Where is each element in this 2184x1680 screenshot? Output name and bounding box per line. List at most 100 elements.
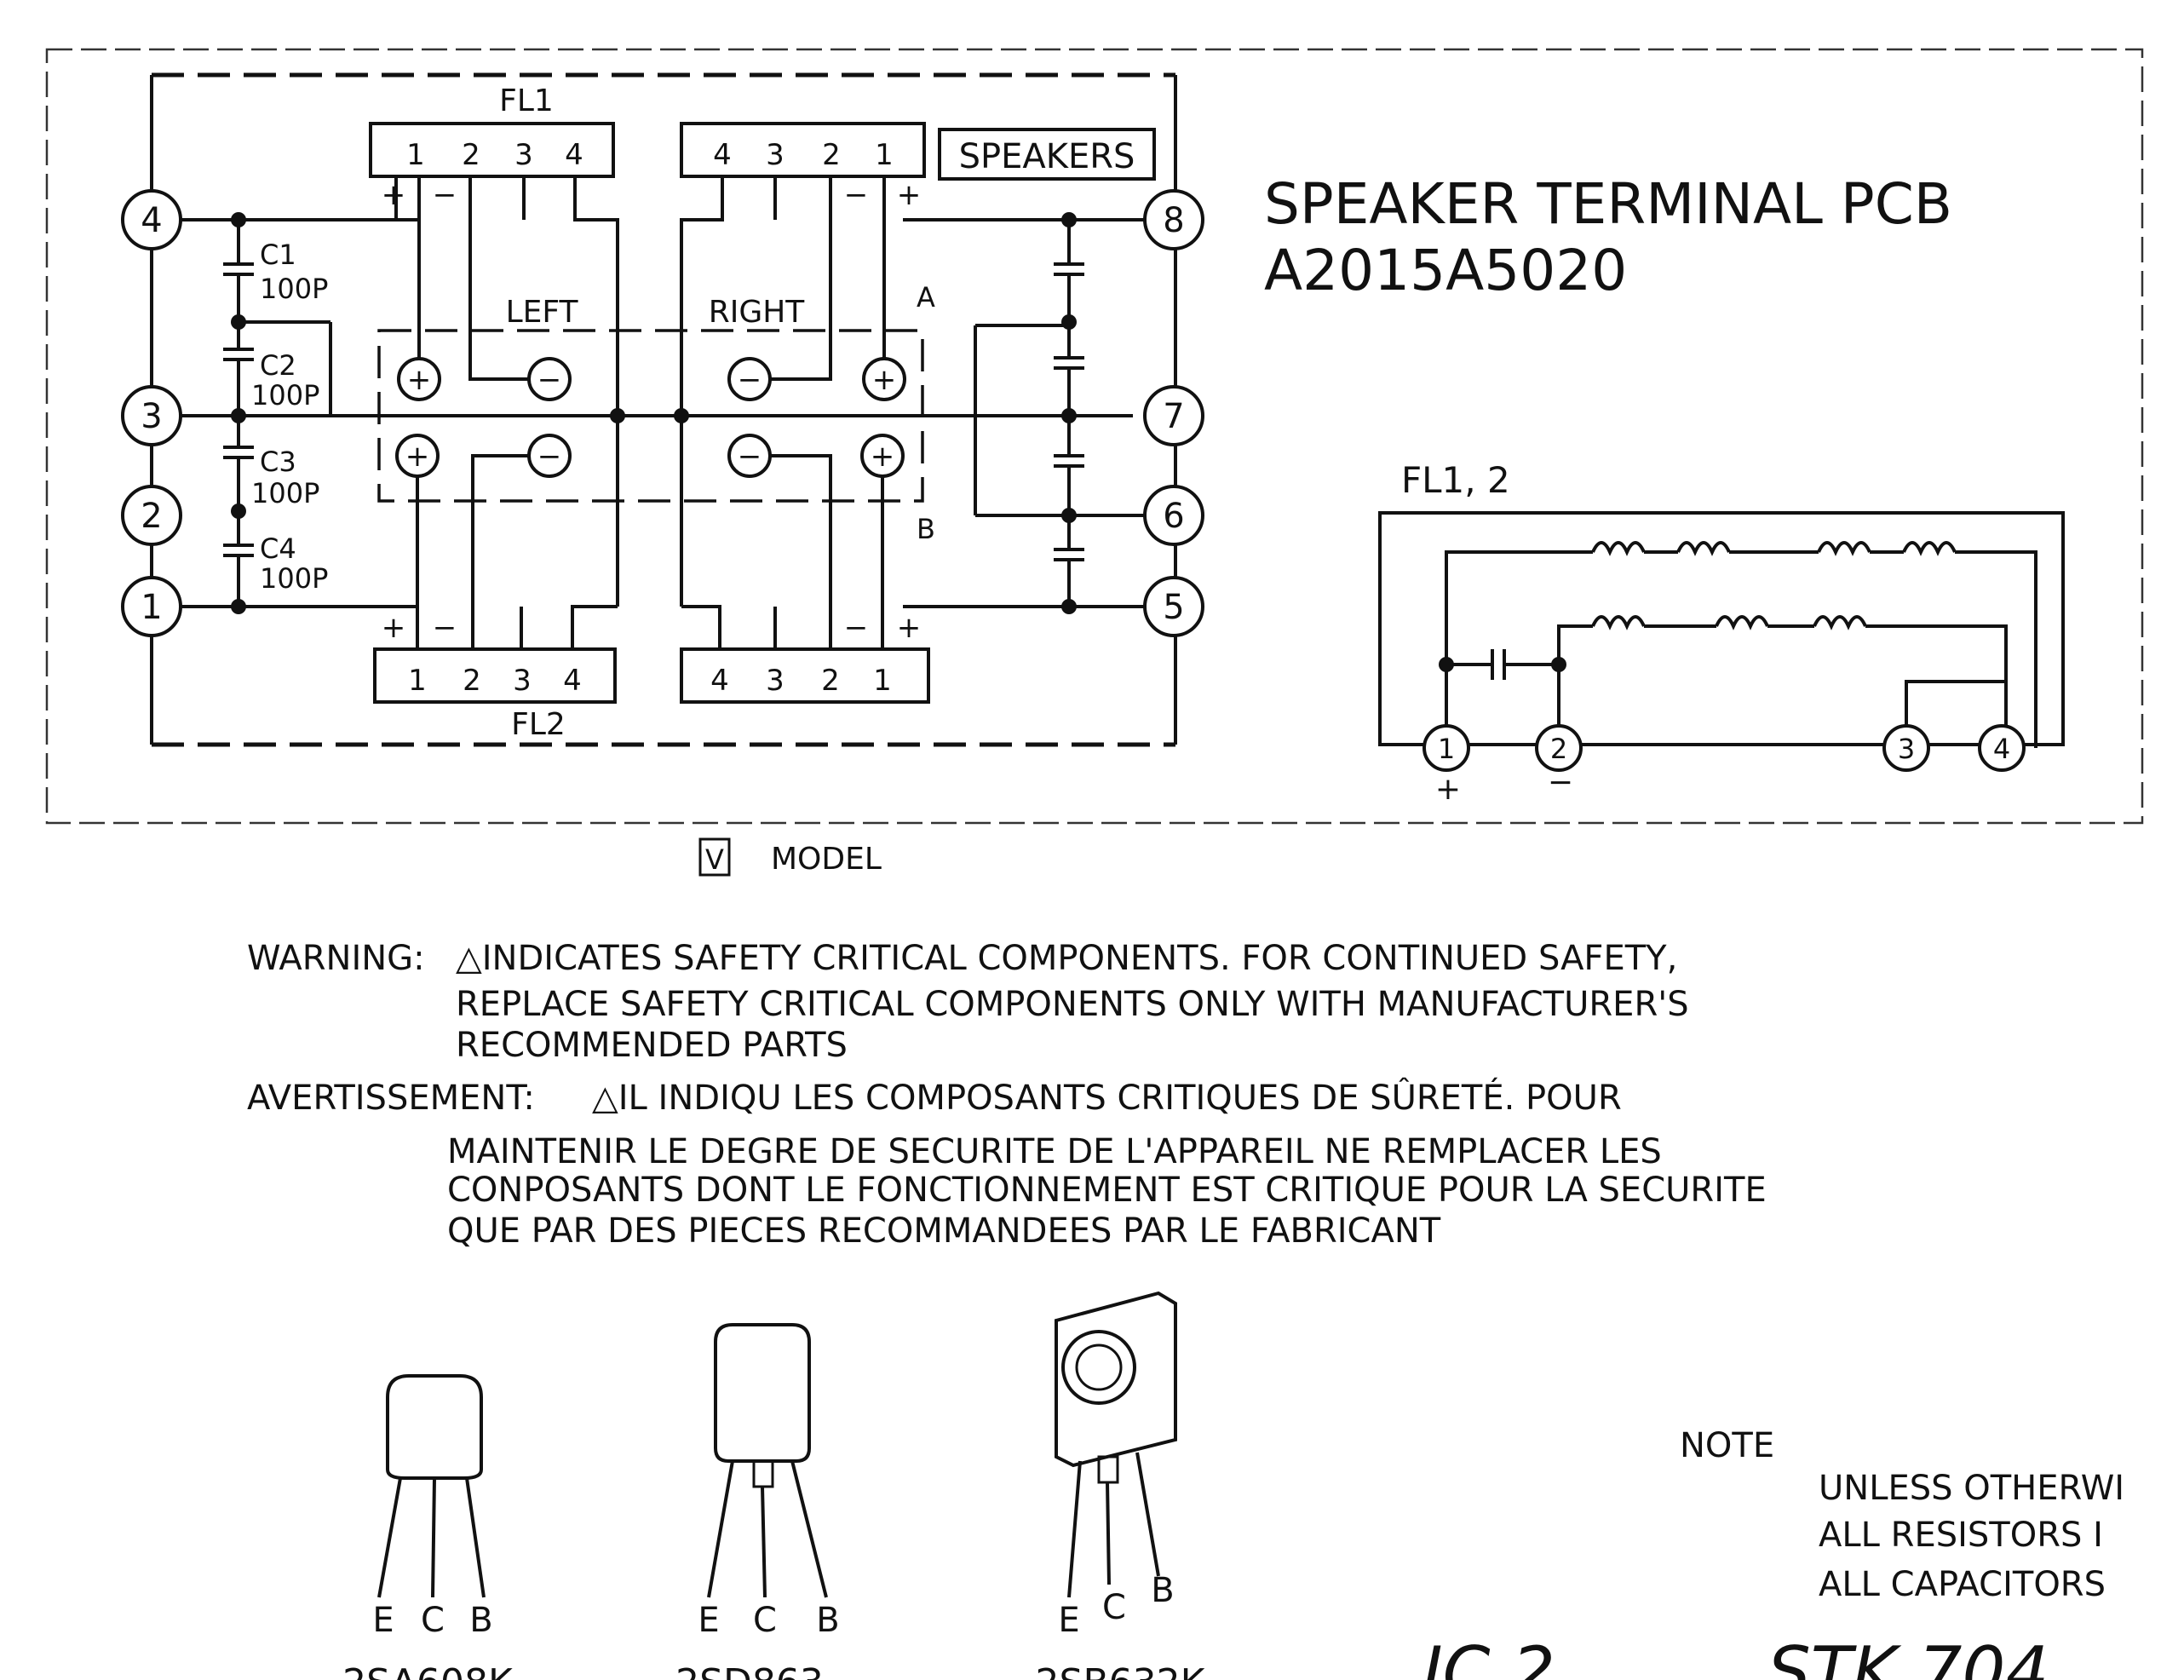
capacitor-name: C3 xyxy=(260,446,296,478)
fl2-connector: 1 2 3 4 4 3 2 1 FL2 xyxy=(373,647,930,742)
avertissement-line: △IL INDIQU LES COMPOSANTS CRITIQUES DE S… xyxy=(592,1077,1622,1118)
speaker-a-label: A xyxy=(917,281,935,314)
fl2-right-pin: 1 xyxy=(873,664,892,698)
capacitor-value: 100P xyxy=(260,562,328,595)
pin-label: E xyxy=(1058,1601,1079,1640)
pin-label: B xyxy=(816,1601,839,1640)
pin-label: B xyxy=(1151,1571,1174,1610)
minus-terminal-icon: − xyxy=(738,363,762,397)
terminal-number: 4 xyxy=(141,201,162,240)
pin-label: B xyxy=(469,1601,492,1640)
filter-label: FL1, 2 xyxy=(1401,459,1510,501)
part-name: 2SD863 xyxy=(675,1661,824,1680)
model-tag: V MODEL xyxy=(698,837,882,877)
fl1-right-pin: 1 xyxy=(875,138,894,172)
filter-diagram: FL1, 2 1 2 3 4 + − xyxy=(1378,459,2065,807)
capacitor-value: 100P xyxy=(251,477,319,509)
minus-terminal-icon: − xyxy=(537,363,562,397)
plus-terminal-icon: + xyxy=(405,440,430,474)
warning-label: WARNING: xyxy=(247,939,425,978)
fl1-label: FL1 xyxy=(499,83,554,118)
fl2-left-pin: 1 xyxy=(408,664,427,698)
plus-mark: + xyxy=(382,178,406,212)
terminal-number: 6 xyxy=(1163,497,1184,536)
pcb-code: A2015A5020 xyxy=(1264,238,1627,303)
filter-plus: + xyxy=(1435,772,1461,807)
fl1-right-pin: 2 xyxy=(822,138,841,172)
speakers-label: SPEAKERS xyxy=(959,137,1135,176)
filter-pin: 3 xyxy=(1898,733,1915,765)
capacitor-value: 100P xyxy=(251,379,319,411)
fl2-left-pin: 2 xyxy=(463,664,481,698)
sheet-border xyxy=(45,48,2144,825)
capacitor-name: C1 xyxy=(260,239,296,271)
pin-label: C xyxy=(753,1601,777,1640)
ic-part: STK 704 xyxy=(1767,1632,2049,1680)
right-channel-label: RIGHT xyxy=(709,295,806,330)
terminal-number: 2 xyxy=(141,497,162,536)
plus-terminal-icon: + xyxy=(407,363,432,397)
avertissement-line: QUE PAR DES PIECES RECOMMANDEES PAR LE F… xyxy=(447,1211,1441,1251)
minus-terminal-icon: − xyxy=(537,440,562,474)
filter-minus: − xyxy=(1548,765,1573,800)
minus-mark: − xyxy=(433,178,457,212)
fl2-left-pin: 3 xyxy=(513,664,532,698)
minus-mark: − xyxy=(433,611,457,645)
capacitor-name: C4 xyxy=(260,532,296,565)
part-name: 2SA608K xyxy=(342,1661,514,1680)
connector-polarity-marks: + − − + + − − + xyxy=(382,178,922,645)
ic-label: IC 2 xyxy=(1422,1632,1555,1680)
plus-mark: + xyxy=(897,178,922,212)
capacitor-labels: C1 100P C2 100P C3 100P C4 100P xyxy=(251,239,328,595)
avertissement-line: MAINTENIR LE DEGRE DE SECURITE DE L'APPA… xyxy=(447,1132,1662,1171)
note-title: NOTE xyxy=(1680,1426,1774,1465)
fl1-left-pin: 1 xyxy=(406,138,425,172)
model-box-letter: V xyxy=(705,843,724,876)
speaker-terminals: + − − + + − − + xyxy=(395,357,906,478)
avertissement-line: CONPOSANTS DONT LE FONCTIONNEMENT EST CR… xyxy=(447,1171,1767,1210)
fl1-left-pin: 3 xyxy=(514,138,533,172)
fl2-right-pin: 3 xyxy=(766,664,785,698)
warning-block: WARNING: △INDICATES SAFETY CRITICAL COMP… xyxy=(247,939,1689,1065)
terminal-number: 1 xyxy=(141,588,162,627)
warning-line: △INDICATES SAFETY CRITICAL COMPONENTS. F… xyxy=(456,939,1677,978)
minus-mark: − xyxy=(844,611,869,645)
fl2-right-pin: 2 xyxy=(821,664,840,698)
pin-label: C xyxy=(421,1601,445,1640)
speaker-b-label: B xyxy=(917,513,935,545)
transistor-2sa608k: E C B 2SA608K xyxy=(342,1374,514,1680)
part-name: 2SB632K xyxy=(1036,1661,1206,1680)
terminal-number: 7 xyxy=(1163,397,1184,436)
capacitor-name: C2 xyxy=(260,349,296,382)
fl1-right-pin: 4 xyxy=(713,138,732,172)
pin-label: E xyxy=(372,1601,394,1640)
fl2-right-pin: 4 xyxy=(710,664,729,698)
transistor-2sd863: E C B 2SD863 xyxy=(675,1323,840,1680)
warning-line: REPLACE SAFETY CRITICAL COMPONENTS ONLY … xyxy=(456,985,1689,1024)
fl1-connector: FL1 1 2 3 4 4 3 2 1 SPEAKERS xyxy=(369,83,1156,181)
transistor-2sb632k: E C B 2SB632K xyxy=(1036,1291,1206,1680)
pcb-title: SPEAKER TERMINAL PCB xyxy=(1264,171,1952,237)
fl2-left-pin: 4 xyxy=(563,664,582,698)
avertissement-block: AVERTISSEMENT: △IL INDIQU LES COMPOSANTS… xyxy=(247,1077,1767,1251)
left-channel-label: LEFT xyxy=(506,295,579,330)
fl2-label: FL2 xyxy=(511,707,566,742)
terminal-number: 3 xyxy=(141,397,162,436)
note-block: NOTE UNLESS OTHERWI ALL RESISTORS I ALL … xyxy=(1680,1426,2124,1604)
pcb-wiring xyxy=(179,176,1148,649)
plus-terminal-icon: + xyxy=(871,440,895,474)
filter-pin: 2 xyxy=(1550,733,1567,765)
fl1-left-pin: 2 xyxy=(462,138,480,172)
warning-line: RECOMMENDED PARTS xyxy=(456,1026,848,1065)
model-text: MODEL xyxy=(771,842,882,877)
plus-mark: + xyxy=(897,611,922,645)
minus-mark: − xyxy=(844,178,869,212)
terminal-nodes: 4 3 2 1 8 7 6 5 xyxy=(121,189,1204,637)
plus-mark: + xyxy=(382,611,406,645)
note-line: ALL CAPACITORS xyxy=(1819,1565,2106,1604)
plus-terminal-icon: + xyxy=(872,363,897,397)
note-line: ALL RESISTORS I xyxy=(1819,1516,2103,1555)
avertissement-label: AVERTISSEMENT: xyxy=(247,1079,535,1118)
filter-pin: 4 xyxy=(1993,733,2010,765)
